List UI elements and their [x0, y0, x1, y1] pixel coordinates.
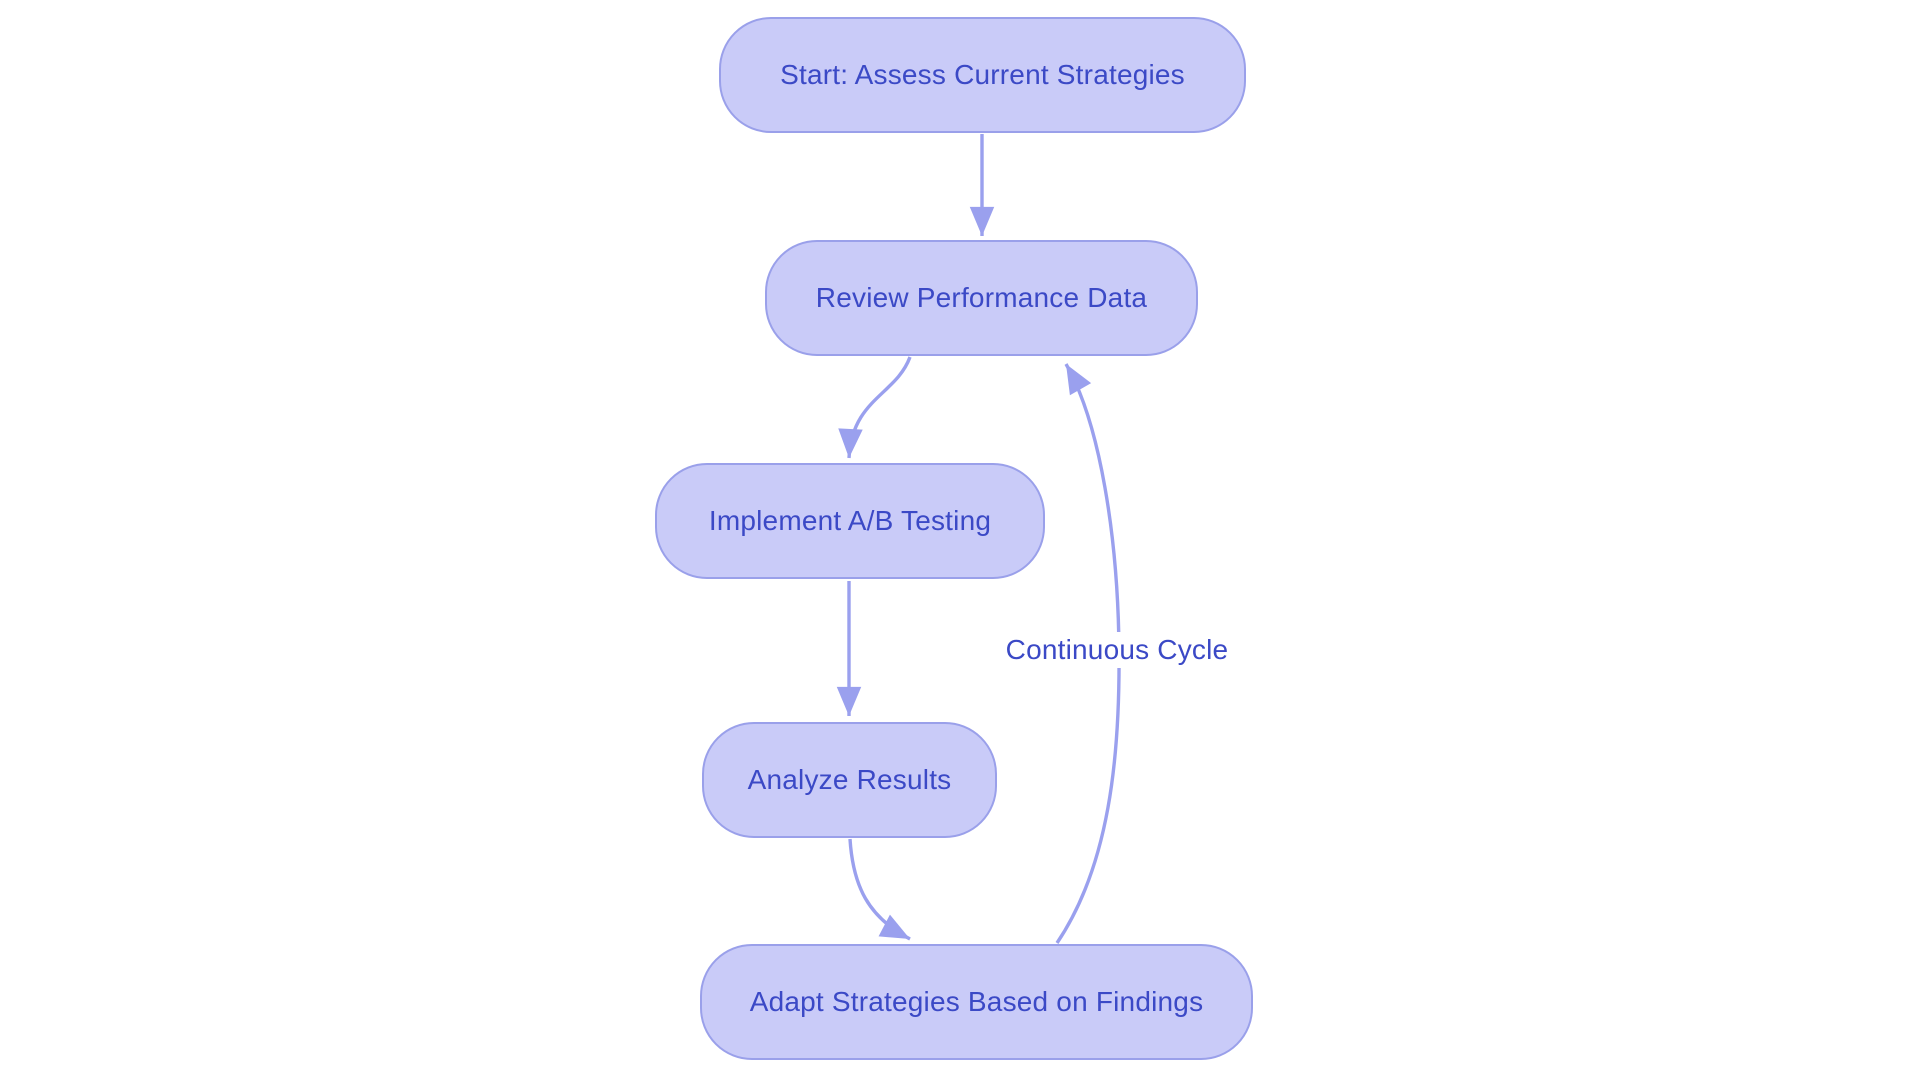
node-label: Start: Assess Current Strategies [780, 59, 1185, 90]
edge-review-to-abtest [838, 356, 912, 459]
node-adapt-strategies-based-on-findings: Adapt Strategies Based on Findings [700, 944, 1253, 1060]
node-label: Review Performance Data [815, 282, 1148, 313]
node-label: Implement A/B Testing [708, 505, 992, 536]
node-review-performance-data: Review Performance Data [765, 240, 1198, 356]
node-label: Adapt Strategies Based on Findings [749, 986, 1204, 1017]
edge-label-continuous-cycle: Continuous Cycle [999, 632, 1235, 668]
node-analyze-results: Analyze Results [702, 722, 997, 838]
node-implement-ab-testing: Implement A/B Testing [655, 463, 1045, 579]
edge-analyze-to-adapt [848, 838, 911, 941]
node-start-assess-current-strategies: Start: Assess Current Strategies [719, 17, 1246, 133]
node-label: Analyze Results [747, 764, 952, 795]
